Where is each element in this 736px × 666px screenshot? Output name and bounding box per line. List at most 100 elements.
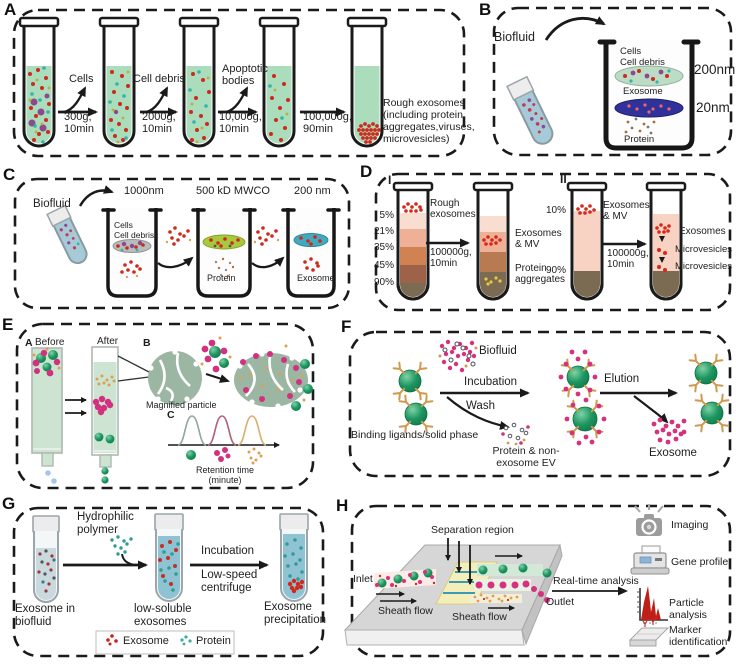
label-removed-cells: Cells xyxy=(69,73,94,85)
label-filter-1000nm: 1000nm xyxy=(124,185,164,197)
test-tube xyxy=(258,16,300,148)
label-protein-agg: Protein aggregates xyxy=(515,263,566,286)
panel-g-box xyxy=(12,506,325,658)
label-elution: Elution xyxy=(604,373,640,385)
label-filter-200nm: 200 nm xyxy=(294,185,331,197)
label-protein-nonexo: Protein & non- exosome EV xyxy=(492,445,560,469)
exosome-cluster xyxy=(165,226,192,246)
label-sub-i: I xyxy=(388,173,392,187)
filtration-beaker xyxy=(597,39,701,151)
label-condition-1: 300g, 10min xyxy=(64,111,94,136)
arrow xyxy=(78,185,114,207)
filtration-beaker xyxy=(281,208,341,298)
label-pct-90b: 90% xyxy=(545,265,566,276)
marker-plate-icon xyxy=(628,617,670,647)
panel-h-box xyxy=(350,504,732,658)
label-low-speed-centrifuge: Low-speed centrifuge xyxy=(201,569,258,594)
label-condition-3: 10,000g, 10min xyxy=(219,111,262,136)
panel-borders xyxy=(12,6,733,658)
gradient-tube xyxy=(566,181,608,301)
label-incubation-f: Incubation xyxy=(464,376,518,388)
filtration-beaker xyxy=(191,208,257,298)
eluted-exosomes xyxy=(651,417,687,445)
vial-biofluid xyxy=(32,515,60,603)
label-exosome-f: Exosome xyxy=(649,447,697,459)
arrow xyxy=(157,256,194,269)
label-magnified-particle: Magnified particle xyxy=(146,400,217,410)
test-tube xyxy=(18,16,60,148)
label-200nm: 200nm xyxy=(694,62,736,77)
label-sheath-flow-right: Sheath flow xyxy=(452,611,507,623)
label-inlet: Inlet xyxy=(353,573,373,585)
label-sub-a: A xyxy=(25,337,33,349)
inlet-stream xyxy=(374,569,436,589)
biofluid-cluster xyxy=(438,339,478,373)
vial-mixed xyxy=(154,513,184,602)
label-pct-45: 45% xyxy=(373,260,394,271)
panel-c-graphics xyxy=(46,185,341,298)
arrow xyxy=(251,256,285,269)
panel-e-letter: E xyxy=(2,315,14,334)
label-legend-protein: Protein xyxy=(196,635,231,647)
label-imaging: Imaging xyxy=(671,519,709,531)
label-exosomes-out: Exosomes xyxy=(679,226,726,237)
arrow xyxy=(544,16,606,41)
label-exosome-layer: Exosome xyxy=(623,86,663,97)
test-tube xyxy=(98,16,140,148)
camera-icon xyxy=(634,504,664,536)
waste-cluster xyxy=(501,422,530,446)
label-cond-d2: 100000g, 10min xyxy=(607,248,649,271)
panel-d-box xyxy=(374,172,732,312)
label-condition-4: 100,000g, 90min xyxy=(303,111,352,136)
protein-dots xyxy=(214,257,235,278)
test-tube xyxy=(178,16,220,148)
label-sub-ii: II xyxy=(560,172,567,186)
label-pct-35: 35% xyxy=(373,242,394,253)
panel-f-box xyxy=(348,330,732,478)
label-microvesicles-2: Microvesicles xyxy=(675,261,733,272)
label-pct-21: 21% xyxy=(373,226,394,237)
panel-a-box xyxy=(12,8,466,158)
panel-g-letter: G xyxy=(2,494,16,513)
label-incubation-g: Incubation xyxy=(201,545,255,557)
label-microvesicles-1: Microvesicles xyxy=(675,244,733,255)
panel-h-letter: H xyxy=(336,496,349,515)
label-particle-analysis: Particle analysis xyxy=(669,597,707,621)
biofluid-tube xyxy=(46,204,88,265)
chromatogram xyxy=(168,415,280,465)
panel-e-box xyxy=(15,322,315,490)
label-binding-ligands: Binding ligands/solid phase xyxy=(351,429,479,441)
panel-f-graphics xyxy=(392,339,730,446)
test-tube xyxy=(346,16,388,148)
magnified-particle-bound xyxy=(234,344,313,411)
exosome-cluster xyxy=(253,226,280,246)
particle-cluster xyxy=(200,336,232,373)
centrifugation-arrows xyxy=(58,86,346,117)
exosome-legend-icon xyxy=(106,634,118,646)
protein-legend-icon xyxy=(180,635,192,646)
label-rough-exo-d: Rough exosomes xyxy=(430,198,476,221)
arrow xyxy=(205,373,230,383)
panel-c-box xyxy=(13,177,351,310)
recovered-beads xyxy=(688,353,730,433)
label-biofluid-f: Biofluid xyxy=(479,345,517,357)
panel-d-graphics xyxy=(392,181,687,301)
label-rough-exosomes: Rough exosomes (including protein aggreg… xyxy=(383,97,475,145)
panel-h-graphics xyxy=(343,504,670,647)
particle-analysis-icon xyxy=(637,586,668,624)
label-beaker1-content: Cells Cell debris xyxy=(114,220,155,240)
label-exo-mv-input: Exosomes & MV xyxy=(603,200,650,223)
label-condition-2: 2000g, 10min xyxy=(142,111,176,136)
label-pct-5: 5% xyxy=(379,210,394,221)
gradient-tube xyxy=(472,181,514,301)
sec-column-before xyxy=(31,347,63,484)
label-biofluid-b: Biofluid xyxy=(494,30,535,44)
panel-d-letter: D xyxy=(360,162,373,181)
panel-a-graphics xyxy=(18,16,388,148)
label-wash: Wash xyxy=(466,400,495,412)
label-outlet: Outlet xyxy=(546,596,575,608)
panel-b-letter: B xyxy=(479,0,492,19)
label-retention-time: Retention time (minute) xyxy=(195,465,255,486)
